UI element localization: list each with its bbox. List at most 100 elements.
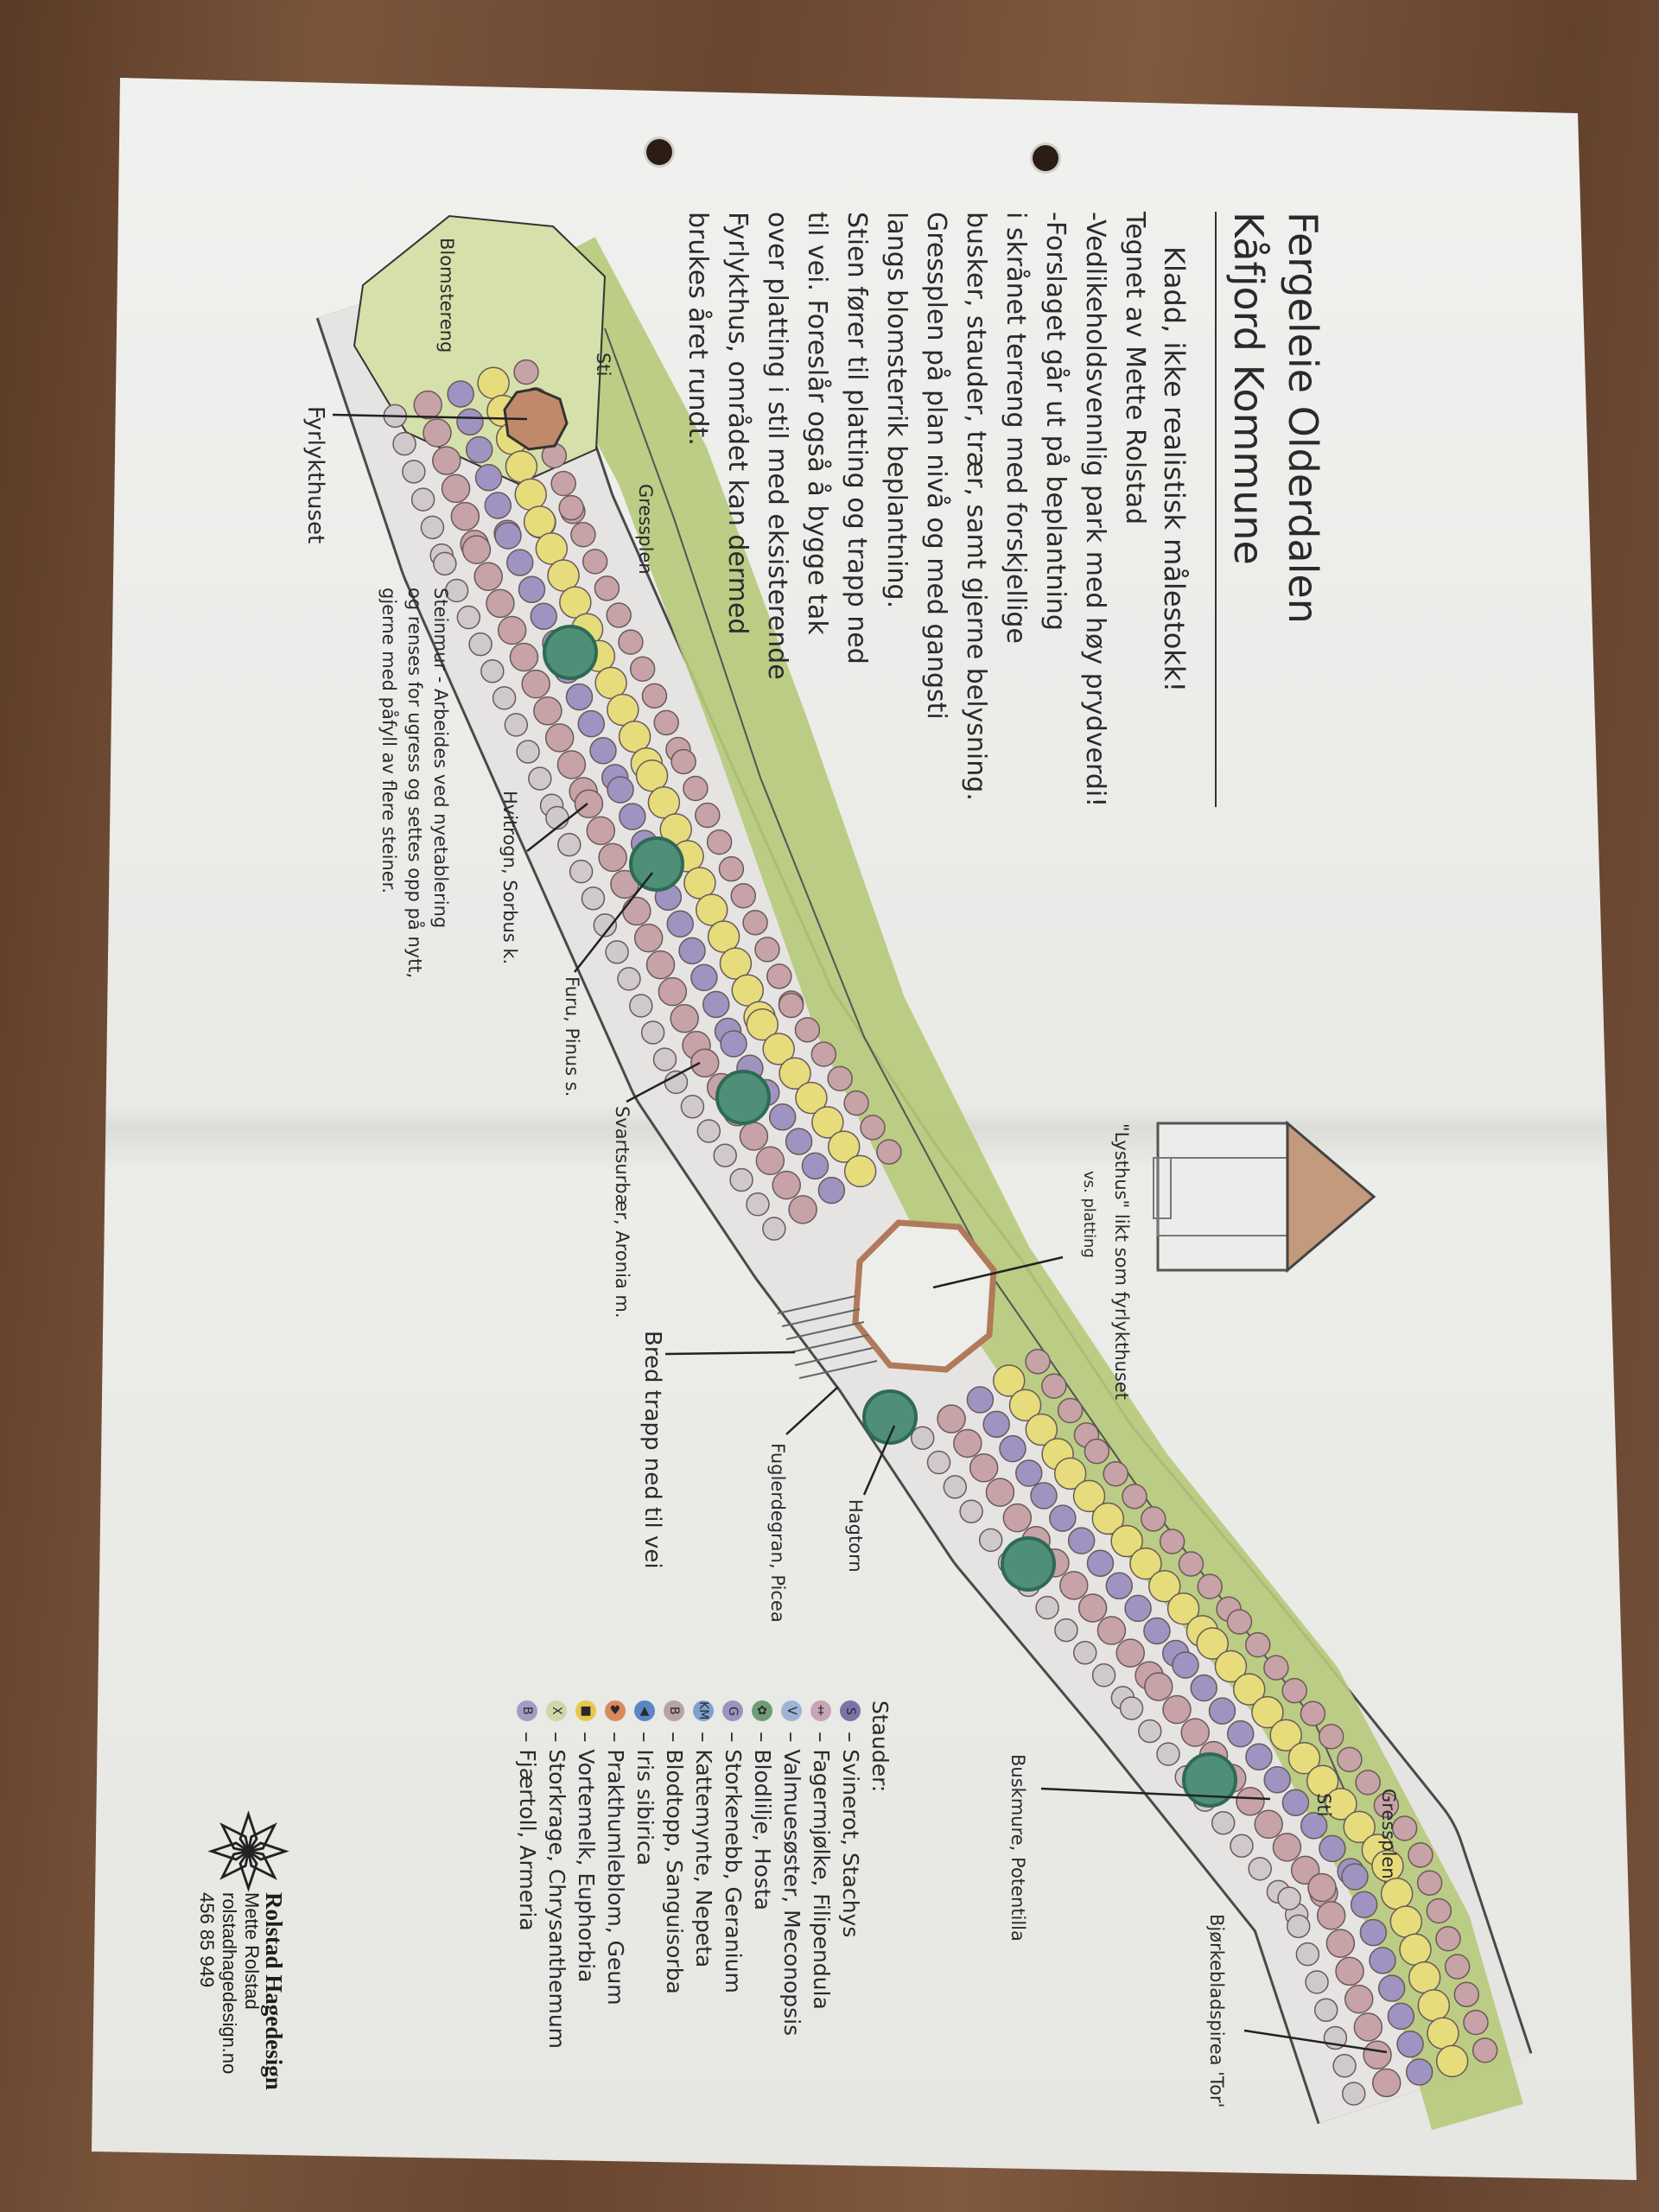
plant-circle bbox=[1166, 1592, 1200, 1625]
plant-circle bbox=[1281, 1677, 1307, 1704]
plant-circle bbox=[680, 1094, 705, 1119]
plant-circle bbox=[1236, 1786, 1265, 1816]
plant-circle bbox=[1286, 1914, 1311, 1939]
plant-circle bbox=[683, 775, 709, 802]
description-line: -Forslaget går ut på beplantning bbox=[1040, 212, 1071, 631]
legend-item: ♥ – Prakthumleblom, Geum bbox=[601, 1700, 630, 2049]
plant-circle bbox=[1373, 1792, 1400, 1819]
plant-circle bbox=[1263, 1765, 1291, 1794]
tree-symbol bbox=[862, 1389, 918, 1445]
legend-item: ■ – Vortemelk, Euphorbia bbox=[571, 1700, 601, 2049]
plant-circle bbox=[718, 855, 745, 882]
plant-circle bbox=[696, 1119, 721, 1143]
plant-circle bbox=[420, 515, 445, 540]
plant-circle bbox=[444, 578, 469, 603]
plant-circle bbox=[739, 1122, 769, 1151]
plant-circle bbox=[1343, 1810, 1376, 1844]
plant-circle bbox=[1463, 2009, 1489, 2036]
plant-circle bbox=[1319, 1834, 1346, 1863]
euphorbia-square-icon: ■ bbox=[575, 1700, 596, 1721]
plant-circle bbox=[1353, 2012, 1383, 2042]
plant-circle bbox=[1015, 1459, 1043, 1487]
plant-circle bbox=[1096, 1616, 1127, 1645]
meconopsis-symbol-icon: V bbox=[781, 1700, 802, 1721]
plant-circle bbox=[827, 1065, 853, 1092]
company-contact: Rolstad Hagedesign Mette Rolstad rolstad… bbox=[195, 1892, 287, 2090]
plant-circle bbox=[1129, 1547, 1162, 1580]
plant-circle bbox=[606, 602, 632, 628]
lighthouse-symbol bbox=[503, 387, 569, 451]
plant-circle bbox=[441, 474, 471, 504]
plant-circle bbox=[504, 713, 529, 737]
label-lighthouse: Fyrlykthuset bbox=[302, 406, 328, 544]
plant-circle bbox=[593, 913, 618, 938]
plant-circle bbox=[742, 910, 768, 936]
plant-circle bbox=[755, 1146, 785, 1176]
plant-circle bbox=[423, 418, 452, 448]
plant-circle bbox=[545, 805, 569, 830]
plant-circle bbox=[640, 1020, 665, 1045]
plant-circle bbox=[876, 1139, 902, 1165]
plant-circle bbox=[1453, 1981, 1480, 2008]
legend-item: B – Fjærtoll, Armeria bbox=[512, 1700, 542, 2049]
plant-circle bbox=[486, 588, 515, 619]
plant-circle bbox=[719, 947, 753, 980]
legend-item: ‡ – Fagermjølke, Filipendula bbox=[806, 1700, 836, 2049]
plant-circle bbox=[514, 478, 547, 512]
plant-circle bbox=[1377, 1974, 1406, 2002]
legend-heading: Stauder: bbox=[868, 1700, 893, 1793]
gazebo-sketch bbox=[1153, 1120, 1376, 1274]
plant-circle bbox=[505, 549, 534, 576]
plant-circle bbox=[1316, 1901, 1346, 1930]
plant-circle bbox=[1300, 1812, 1328, 1840]
plant-circle bbox=[1359, 1918, 1388, 1947]
plant-circle bbox=[746, 1192, 770, 1217]
plant-circle bbox=[505, 450, 538, 483]
legend-item: KM – Kattemynte, Nepeta bbox=[691, 1700, 716, 1968]
tree-symbol bbox=[629, 836, 684, 892]
plant-circle bbox=[647, 786, 681, 819]
plant-circle bbox=[1305, 1970, 1329, 1994]
plant-legend: Stauder: S – Svinerot, Stachys ‡ – Fager… bbox=[512, 1700, 894, 2049]
plant-circle bbox=[497, 615, 527, 645]
plant-circle bbox=[778, 992, 804, 1019]
description-line: i skrånet terreng med forskjellige bbox=[1001, 212, 1031, 644]
plant-circle bbox=[671, 748, 696, 775]
plant-circle bbox=[1072, 1640, 1097, 1665]
plant-circle bbox=[1156, 1742, 1180, 1766]
plant-circle bbox=[1008, 1389, 1042, 1421]
label-lawn-top: Gressplen bbox=[635, 484, 656, 575]
legend-label: Storkrage, Chrysanthemum bbox=[544, 1749, 569, 2050]
plant-circle bbox=[706, 829, 733, 855]
plant-circle bbox=[645, 950, 676, 980]
plant-circle bbox=[1344, 1984, 1374, 2014]
legend-label: Iris sibirica bbox=[632, 1749, 658, 1866]
plant-circle bbox=[843, 1154, 877, 1188]
plant-circle bbox=[1148, 1569, 1181, 1603]
legend-item: X – Storkrage, Chrysanthemum bbox=[542, 1700, 571, 2049]
stonewall-note: Steinmur - Arbeides ved nyetablering og … bbox=[376, 588, 454, 978]
plant-circle bbox=[1122, 1484, 1147, 1510]
plant-circle bbox=[617, 967, 641, 991]
plant-circle bbox=[586, 816, 616, 846]
plant-circle bbox=[1025, 1413, 1058, 1446]
plant-circle bbox=[1408, 1842, 1433, 1868]
plant-circle bbox=[910, 1426, 935, 1450]
plant-circle bbox=[1254, 1809, 1283, 1840]
plant-circle bbox=[1091, 1502, 1125, 1535]
plant-circle bbox=[1245, 1743, 1273, 1770]
label-meadow: Blomstereng bbox=[436, 238, 457, 353]
plant-circle bbox=[544, 723, 575, 753]
plant-circle bbox=[565, 683, 594, 711]
plant-circle bbox=[1144, 1672, 1173, 1701]
punch-hole bbox=[646, 139, 672, 165]
plant-circle bbox=[523, 505, 556, 538]
plant-circle bbox=[465, 435, 493, 464]
legend-label: Vortemelk, Euphorbia bbox=[574, 1749, 599, 1983]
plant-circle bbox=[1251, 1695, 1284, 1729]
label-fuglerdegran: Fuglerdegran, Picea bbox=[767, 1443, 788, 1623]
plant-circle bbox=[605, 940, 629, 964]
filipendula-symbol-icon: ‡ bbox=[810, 1700, 831, 1721]
plant-circle bbox=[795, 1081, 828, 1115]
plant-circle bbox=[492, 686, 517, 710]
